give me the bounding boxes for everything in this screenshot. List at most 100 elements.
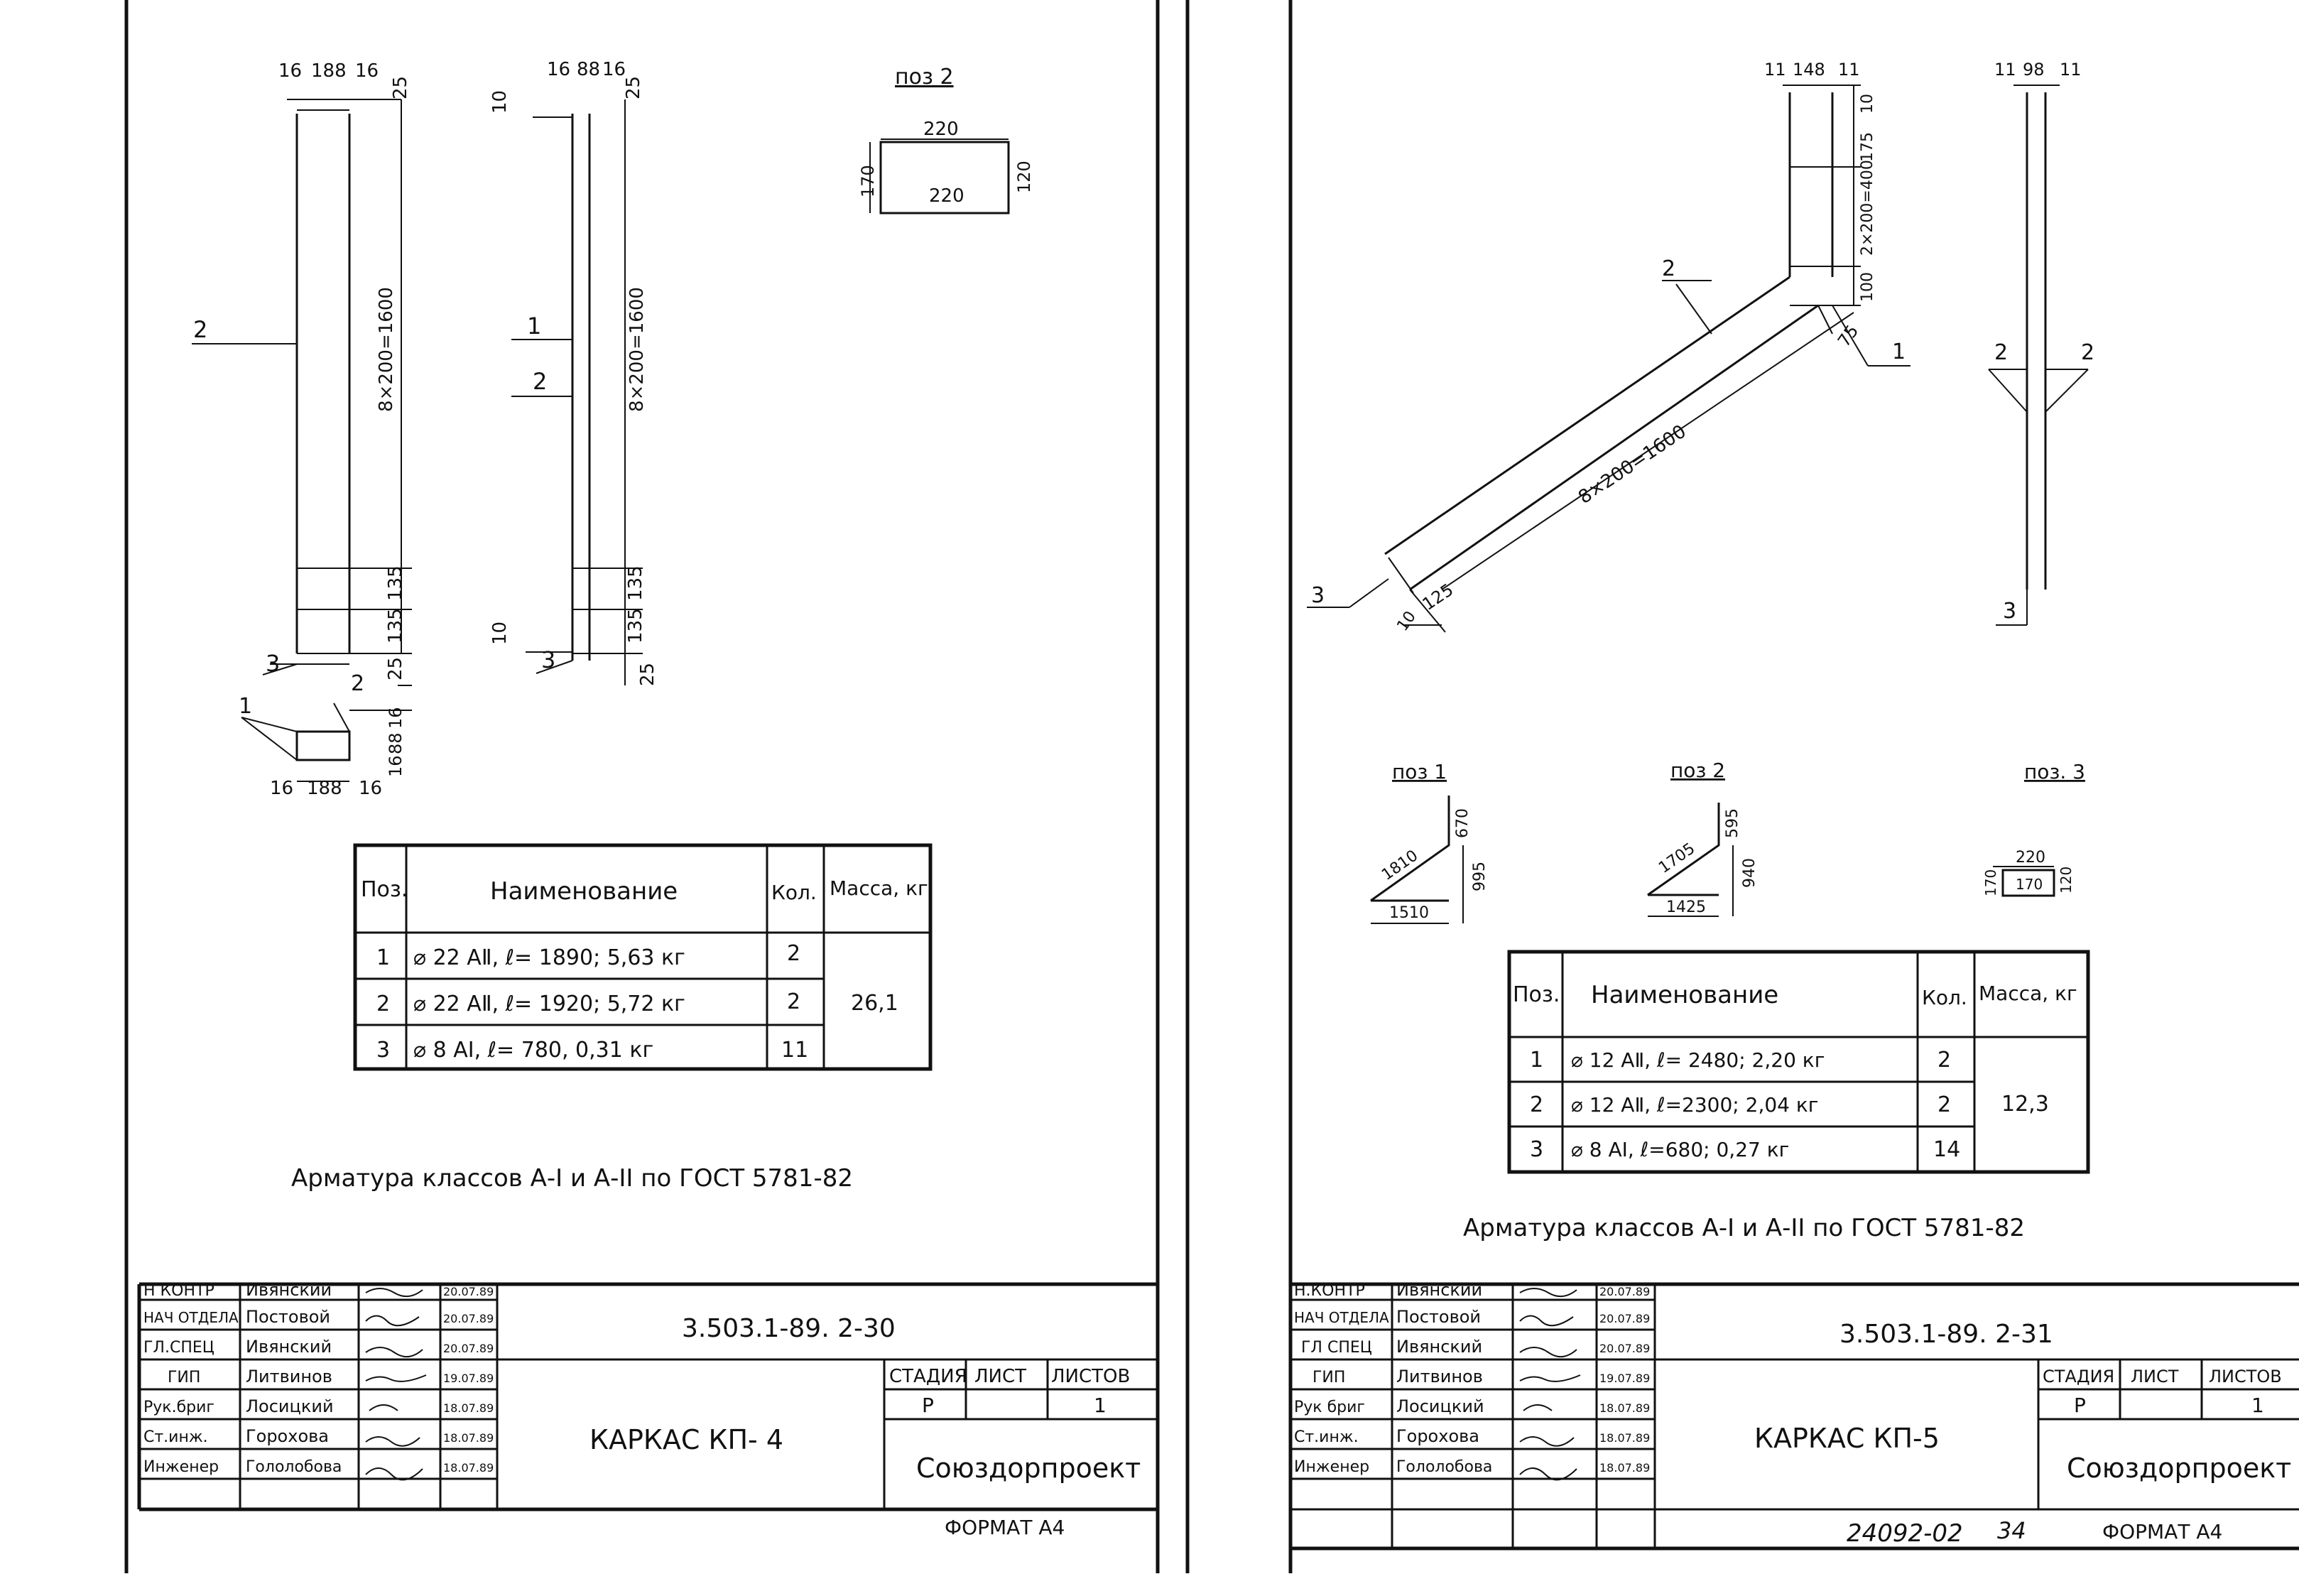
- r-side-call2b: 2: [2081, 340, 2094, 365]
- dim-s135b: 135: [625, 608, 646, 644]
- r-spec-r1-qty: 2: [1937, 1048, 1951, 1073]
- signer-name: Горохова: [1396, 1426, 1479, 1446]
- r-top-f: 2×200=400: [1859, 160, 1876, 256]
- signer-date: 20.07.89: [1599, 1285, 1650, 1298]
- signer-name: Ивянский: [246, 1337, 332, 1357]
- pos2-title: поз 2: [895, 65, 954, 89]
- p2-a: 1705: [1656, 840, 1698, 877]
- signer-name: Лосицкий: [1396, 1396, 1484, 1416]
- dim-side-e: 10: [489, 90, 511, 114]
- r-page-no: 34: [1997, 1517, 2026, 1544]
- dim-s10: 10: [489, 621, 511, 645]
- pos1-title: поз 1: [1392, 760, 1447, 783]
- p3-l: 170: [1982, 869, 1999, 896]
- sec-call-2: 2: [351, 671, 364, 696]
- dim-b135a: 135: [385, 565, 406, 601]
- r-call-1: 1: [1892, 340, 1906, 364]
- left-view-front: [192, 99, 412, 686]
- rebar-note: Арматура классов А-I и А-II по ГОСТ 5781…: [291, 1164, 853, 1193]
- p2-d: 1425: [1666, 899, 1706, 916]
- signer-role: Рук.бриг: [143, 1399, 214, 1416]
- r-organization: Союздорпроект: [2067, 1453, 2291, 1484]
- pos2-bot: 220: [929, 185, 964, 207]
- left-title-block: [139, 1284, 1158, 1509]
- signer-date: 18.07.89: [1599, 1431, 1650, 1445]
- sec-v2: 88: [386, 732, 406, 754]
- signer-role: ГЛ.СПЕЦ: [143, 1339, 214, 1357]
- r-stage-header: СТАДИЯ: [2043, 1367, 2114, 1386]
- p3-top: 220: [2016, 849, 2045, 867]
- right-pos-shapes: [1370, 796, 2055, 924]
- spec-r1-pos: 1: [376, 945, 390, 970]
- signer-date: 20.07.89: [1599, 1312, 1650, 1325]
- signature-marks-right: [1519, 1288, 1581, 1481]
- dim-side-d: 25: [623, 76, 644, 99]
- right-title-block: [1290, 1284, 2299, 1548]
- signer-role: ГИП: [168, 1369, 200, 1386]
- signer-name: Ивянский: [246, 1280, 332, 1300]
- r-top-b: 148: [1793, 60, 1825, 80]
- r-spec-r1-pos: 1: [1530, 1048, 1543, 1073]
- dim-top-c: 16: [355, 60, 379, 82]
- callout-2a: 2: [193, 316, 207, 343]
- spec-h-name: Наименование: [490, 877, 678, 906]
- r-side-call2a: 2: [1994, 340, 2008, 365]
- stage-value: Р: [922, 1394, 934, 1417]
- r-spec-r2-pos: 2: [1530, 1092, 1543, 1117]
- signer-date: 19.07.89: [443, 1372, 494, 1385]
- sec-c: 16: [359, 778, 382, 799]
- pos2-title-r: поз 2: [1670, 759, 1725, 782]
- sheets-value: 1: [1094, 1394, 1107, 1417]
- signer-date: 18.07.89: [1599, 1461, 1650, 1475]
- signer-name: Постовой: [1396, 1307, 1481, 1327]
- callout-3a: 3: [266, 650, 280, 677]
- r-call-3: 3: [1311, 583, 1325, 608]
- signer-role: НАЧ ОТДЕЛА: [143, 1309, 239, 1326]
- pos3-title: поз. 3: [2024, 760, 2085, 783]
- r-sheets-header: ЛИСТОВ: [2209, 1367, 2282, 1386]
- r-top-d: 10: [1859, 94, 1876, 114]
- spec-r3-qty: 11: [781, 1038, 808, 1063]
- r-side-call3: 3: [2003, 599, 2016, 624]
- signer-date: 19.07.89: [1599, 1372, 1650, 1385]
- dim-b25: 25: [385, 657, 406, 680]
- signer-name: Гололобова: [246, 1458, 342, 1476]
- signer-name: Лосицкий: [246, 1396, 334, 1416]
- stage-header: СТАДИЯ: [889, 1366, 967, 1387]
- r-spec-r3-pos: 3: [1530, 1137, 1543, 1162]
- signer-role: ГЛ СПЕЦ: [1301, 1339, 1372, 1357]
- doc-code: 3.503.1-89. 2-30: [682, 1314, 896, 1343]
- p1-c: 995: [1471, 862, 1489, 891]
- signature-marks-left: [365, 1288, 427, 1481]
- dim-s135a: 135: [625, 565, 646, 601]
- sec-v3: 16: [386, 755, 406, 777]
- r-format-label: ФОРМАТ А4: [2102, 1520, 2222, 1543]
- left-spec-table: [353, 843, 933, 1071]
- pos2-l: 170: [858, 165, 878, 197]
- r-rebar-note: Арматура классов А-I и А-II по ГОСТ 5781…: [1463, 1214, 2025, 1242]
- left-section: [241, 702, 412, 782]
- dim-top-b: 188: [311, 60, 347, 82]
- dim-top-d: 25: [390, 76, 411, 99]
- signer-name: Ивянский: [1396, 1337, 1482, 1357]
- r-side-b: 98: [2023, 60, 2045, 80]
- p2-c: 940: [1741, 858, 1759, 888]
- dim-side-c: 16: [602, 59, 626, 80]
- sheet-title: КАРКАС КП- 4: [589, 1424, 783, 1455]
- spec-h-pos: Поз.: [361, 877, 408, 902]
- r-top-g: 100: [1859, 272, 1876, 302]
- p1-d: 1510: [1389, 904, 1429, 922]
- p2-b: 595: [1724, 808, 1741, 838]
- signer-date: 18.07.89: [443, 1461, 494, 1475]
- r-spec-total-mass: 12,3: [2001, 1092, 2049, 1117]
- r-sheet-title: КАРКАС КП-5: [1754, 1423, 1940, 1454]
- r-doc-code: 3.503.1-89. 2-31: [1839, 1320, 2053, 1349]
- r-spec-r1-name: ⌀ 12 АⅡ, ℓ= 2480; 2,20 кг: [1571, 1048, 1825, 1072]
- right-spec-table: [1507, 950, 2090, 1174]
- spec-r2-pos: 2: [376, 992, 390, 1016]
- organization: Союздорпроект: [916, 1453, 1141, 1484]
- signer-date: 20.07.89: [443, 1312, 494, 1325]
- spec-h-mass: Масса, кг: [830, 876, 928, 900]
- left-pos2-stirrup: [869, 139, 1010, 215]
